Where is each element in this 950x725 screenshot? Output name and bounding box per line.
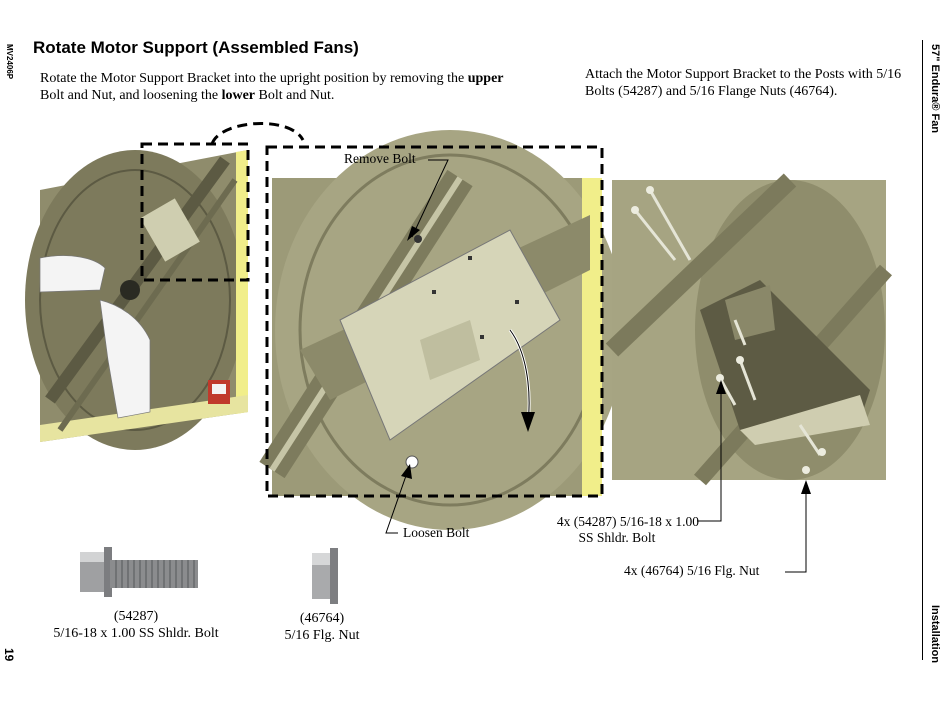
loosen-bolt-leader (385, 469, 409, 534)
detail-connector-curve (210, 122, 305, 145)
nut-qty-leader (785, 486, 807, 573)
nut-caption: (46764) 5/16 Flg. Nut (262, 610, 382, 644)
nut-part-image (312, 548, 338, 604)
detail-highlight-box (140, 142, 250, 282)
detail-frame (265, 145, 604, 498)
nut-part-number: (46764) (299, 611, 345, 626)
bolt-part-number: (54287) (113, 609, 159, 624)
intro-bold-lower: lower (221, 88, 256, 103)
loosen-bolt-label: Loosen Bolt (403, 525, 470, 540)
intro-bold-upper: upper (467, 71, 504, 86)
nut-qty-label: 4x (46764) 5/16 Flg. Nut (624, 563, 760, 578)
intro-paragraph: Rotate the Motor Support Bracket into th… (40, 70, 510, 104)
bolt-qty-line-2: SS Shldr. Bolt (578, 530, 656, 545)
nut-description: 5/16 Flg. Nut (284, 628, 360, 643)
intro-text-1: Rotate the Motor Support Bracket into th… (40, 71, 468, 86)
remove-bolt-label: Remove Bolt (344, 151, 416, 166)
assembled-bracket-image (605, 173, 892, 486)
bolt-part-image (80, 547, 198, 597)
fan-overview-image (25, 150, 248, 450)
remove-bolt-leader (411, 159, 449, 238)
bolt-qty-line-1: 4x (54287) 5/16-18 x 1.00 (556, 514, 699, 529)
right-margin-rule (922, 40, 923, 660)
intro-text-3: Bolt and Nut. (255, 88, 335, 103)
page-title: Rotate Motor Support (Assembled Fans) (33, 38, 359, 57)
bolt-caption: (54287) 5/16-18 x 1.00 SS Shldr. Bolt (30, 608, 242, 642)
bracket-detail-image (259, 130, 625, 530)
intro-text-2: Bolt and Nut, and loosening the (40, 88, 222, 103)
bolt-qty-leader (697, 385, 722, 522)
bolt-description: 5/16-18 x 1.00 SS Shldr. Bolt (53, 626, 219, 641)
bolt-qty-label: 4x (54287) 5/16-18 x 1.00 SS Shldr. Bolt (535, 514, 699, 546)
attach-instruction: Attach the Motor Support Bracket to the … (585, 67, 902, 99)
